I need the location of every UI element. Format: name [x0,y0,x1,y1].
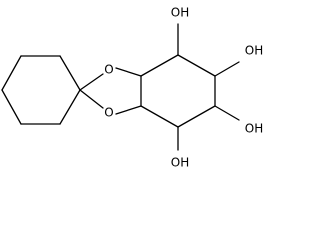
bond [140,54,179,77]
hydroxyl-bonds [177,23,240,151]
bond [1,55,22,91]
bond [177,54,216,77]
ring-oxygen-bottom-label: O [104,106,113,120]
bond [177,105,216,128]
bond [214,61,240,77]
bond [140,105,179,128]
bond [59,55,81,91]
dioxolane-ring [79,67,142,115]
hydroxyl-top-left-label: OH [171,6,189,20]
ring-oxygen-top-label: O [104,63,113,77]
bond [115,67,142,77]
cyclohexane-tetrol-ring [140,54,216,128]
bond [1,89,22,125]
bond [115,105,142,115]
bond [79,73,104,91]
bond [214,105,240,121]
hydroxyl-bottom-right-label: OH [245,122,263,136]
spiro-dioxolane-tetrol-structure: O O OH OH OH OH [1,6,263,170]
cyclohexane-ring [1,55,81,125]
bond [59,89,81,125]
bond [79,89,104,109]
hydroxyl-top-right-label: OH [245,44,263,58]
hydroxyl-bottom-left-label: OH [171,156,189,170]
